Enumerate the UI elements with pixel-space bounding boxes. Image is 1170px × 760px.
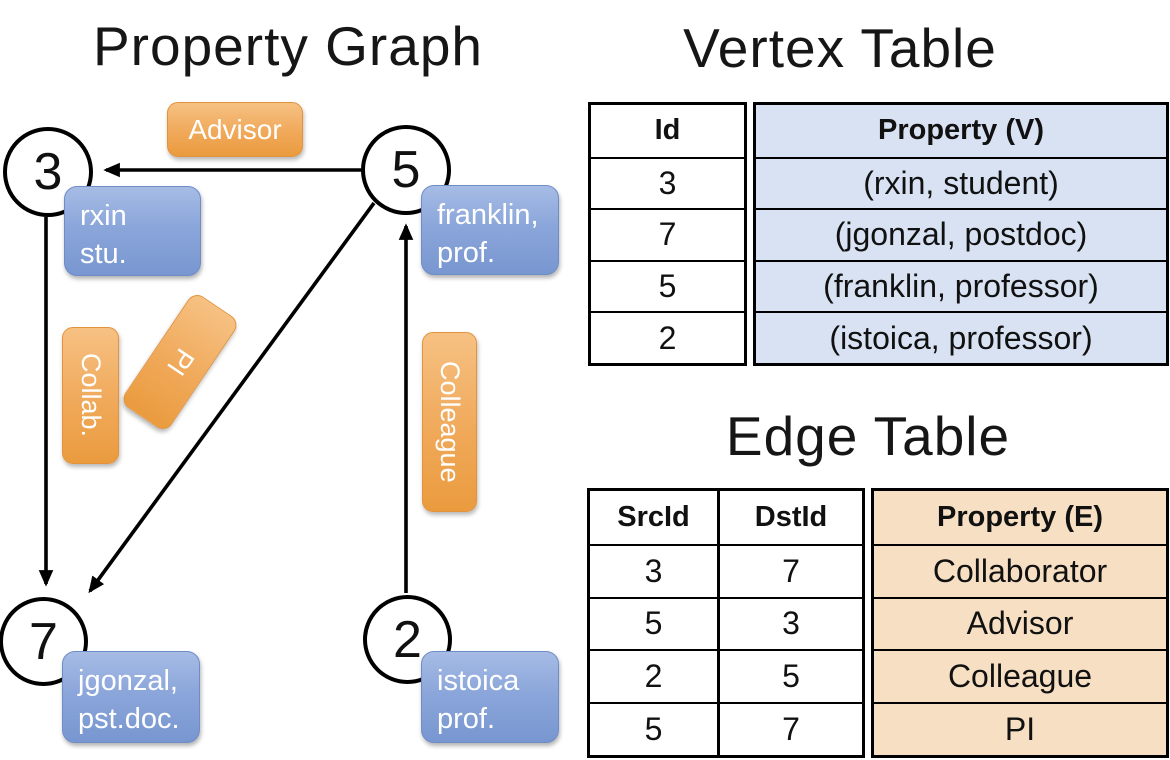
node-2-property-box: istoica prof.	[421, 651, 559, 743]
edge-table-src-cell: 5	[590, 596, 717, 650]
edge-table-src-cell: 5	[590, 702, 717, 755]
node-3-property-box: rxin stu.	[64, 186, 201, 276]
edge-table-property-cell: Collaborator	[874, 543, 1166, 597]
edge-table-header-property: Property (E)	[937, 500, 1103, 533]
vertex-table-property-cell: (franklin, professor)	[756, 259, 1166, 312]
vertex-table-id-cell: 7	[591, 208, 744, 260]
edge-table-header-dstid: DstId	[717, 491, 862, 544]
node-2-id: 2	[393, 610, 422, 669]
edge-table-header-srcid: SrcId	[617, 500, 690, 533]
vertex-table-property-cell: (istoica, professor)	[756, 311, 1166, 363]
graph-edges-canvas	[38, 162, 414, 594]
node-2-property-line2: prof.	[437, 703, 496, 735]
node-5-property-box: franklin, prof.	[421, 185, 559, 275]
graph-node-5: 5	[361, 125, 451, 215]
vertex-table-property-cell: (jgonzal, postdoc)	[756, 208, 1166, 260]
edge-table-src-dst-columns: SrcId DstId 3 7 5 3 2 5 5 7	[587, 488, 865, 758]
edge-label-advisor: Advisor	[167, 102, 303, 157]
edge-table-property-cell: Colleague	[874, 649, 1166, 702]
vertex-table-title: Vertex Table	[683, 17, 997, 79]
node-7-property-box: jgonzal, pst.doc.	[62, 651, 200, 743]
node-7-property-line2: pst.doc.	[78, 703, 180, 735]
edge-table-dst-cell: 5	[717, 649, 862, 703]
graph-node-2: 2	[363, 595, 452, 684]
edge-table-property-cell: Advisor	[874, 596, 1166, 650]
node-7-id: 7	[29, 612, 58, 671]
edge-table-property-cell: PI	[874, 702, 1166, 755]
vertex-table-id-cell: 5	[591, 259, 744, 312]
node-5-property-line2: prof.	[437, 237, 496, 269]
edge-table-title: Edge Table	[725, 405, 1011, 467]
vertex-table-id-cell: 3	[591, 156, 744, 209]
node-5-property-line1: franklin,	[437, 199, 539, 231]
edge-pi-arrow-5-to-7	[88, 201, 376, 594]
edge-table-dst-cell: 7	[717, 702, 862, 755]
edge-table-dst-cell: 3	[717, 596, 862, 650]
edge-table-dst-cell: 7	[717, 543, 862, 597]
vertex-table-property-column: Property (V) (rxin, student) (jgonzal, p…	[753, 102, 1169, 366]
edge-label-collab: Collab.	[62, 327, 119, 464]
node-2-property-line1: istoica	[437, 665, 520, 697]
vertex-table-id-column: Id 3 7 5 2	[588, 102, 747, 366]
node-3-property-line1: rxin	[80, 200, 127, 232]
edge-table-src-cell: 2	[590, 649, 717, 702]
vertex-table-header-property: Property (V)	[878, 114, 1044, 147]
node-3-property-line2: stu.	[80, 238, 127, 270]
node-5-id: 5	[391, 141, 421, 199]
edge-table-src-cell: 3	[590, 543, 717, 597]
edge-table-property-column: Property (E) Collaborator Advisor Collea…	[871, 488, 1169, 758]
property-graph-title: Property Graph	[92, 15, 484, 77]
node-7-property-line1: jgonzal,	[78, 665, 178, 697]
vertex-table-property-cell: (rxin, student)	[756, 156, 1166, 209]
edge-label-colleague: Colleague	[422, 332, 477, 512]
vertex-table-id-cell: 2	[591, 311, 744, 363]
node-3-id: 3	[33, 143, 63, 201]
vertex-table-header-id: Id	[654, 114, 681, 147]
